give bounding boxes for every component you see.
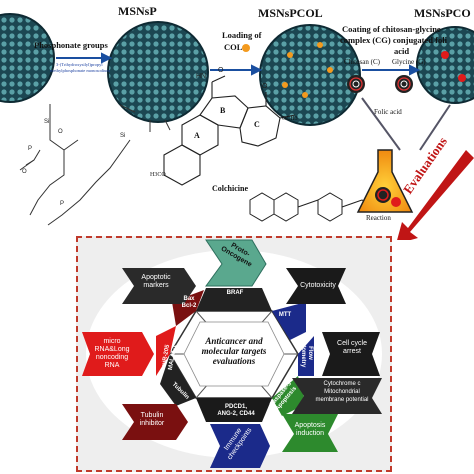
cytochrome-node xyxy=(292,378,382,414)
cell-cycle-label: Cell cycle arrest xyxy=(337,340,367,355)
center-title-3: evaluations xyxy=(212,356,256,366)
glycine-label: Glycine (G) xyxy=(392,58,426,66)
svg-text:Si: Si xyxy=(44,119,49,125)
svg-text:HN: HN xyxy=(196,73,206,80)
outer-nodes xyxy=(82,239,382,468)
phosphonate-label: Phosphonate groups xyxy=(34,40,108,50)
svg-text:O: O xyxy=(262,83,268,90)
msnspcol-label: MSNsPCOL xyxy=(258,6,323,20)
apoptosis-label: Apoptosis induction xyxy=(294,422,326,437)
evaluations-arrow-icon xyxy=(397,150,474,240)
phosphonate-structure xyxy=(19,104,131,226)
svg-text:O: O xyxy=(58,129,63,135)
chitosan-icon xyxy=(347,75,365,93)
center-title-1: Anticancer and xyxy=(205,336,263,346)
reaction-label: Reaction xyxy=(366,214,391,222)
colchicine-structure xyxy=(163,75,296,186)
center-title-2: molecular targets xyxy=(201,346,267,356)
colchicine-label: Colchicine xyxy=(212,184,248,193)
svg-text:P: P xyxy=(28,146,32,152)
cell-cycle-node xyxy=(322,332,380,376)
svg-text:O: O xyxy=(218,67,224,74)
svg-text:Si: Si xyxy=(120,133,125,139)
ring-b-label: B xyxy=(220,106,226,115)
msnsp-particle-icon xyxy=(107,21,209,132)
chitosan-label: Chitosan (C) xyxy=(344,58,380,66)
braf-label: BRAF xyxy=(226,290,244,296)
h3co-label: H3CO xyxy=(150,172,166,178)
synthesis-scheme: Si O P O P Si O HN O xyxy=(0,13,474,240)
flow-label: Flow cytometry xyxy=(300,338,313,368)
folic-acid-label: Folic acid xyxy=(374,108,402,116)
coating-label-1: Coating of chitosan-glycine xyxy=(342,24,441,34)
loading-label-2: COL xyxy=(224,42,243,52)
micro-rna-node xyxy=(82,332,154,376)
msn-particle-icon xyxy=(0,13,55,103)
phosphonate-sub1: 3-(Trihydroxysilyl)propyl xyxy=(56,62,103,67)
immune-node xyxy=(210,424,270,468)
col-drug-icon xyxy=(242,44,250,52)
process-arrows xyxy=(56,52,451,151)
proto-oncogene-node xyxy=(205,239,267,287)
tubulin-label: Tubulin inhibitor xyxy=(139,412,165,427)
phosphonate-sub2: methylphosphonate monosodium xyxy=(50,68,110,73)
cytotoxicity-label: Cytotoxicity xyxy=(300,282,336,289)
glycine-icon xyxy=(395,75,413,93)
apoptotic-markers-label: Apoptotic markers xyxy=(141,274,171,289)
ring-c-label: C xyxy=(254,120,260,129)
pdcd-label: PDCD1, ANG-2, CD44 xyxy=(217,404,255,417)
tubulin-node xyxy=(122,404,188,440)
coating-label-3: acid xyxy=(394,46,410,56)
ring-a-label: A xyxy=(194,131,200,140)
bax-label: Bax Bcl-2 xyxy=(181,296,197,309)
msnsp-label: MSNsP xyxy=(118,4,157,18)
svg-text:P: P xyxy=(60,201,64,207)
cytotoxicity-node xyxy=(286,268,346,304)
apoptosis-node xyxy=(282,414,338,452)
mtt-label: MTT xyxy=(278,312,292,318)
msnspcol-coated-particle-icon xyxy=(416,26,474,104)
apoptotic-markers-node xyxy=(122,268,196,304)
och3-label: OCH3 xyxy=(282,116,298,122)
msnspcol-particle-icon xyxy=(259,24,361,126)
msnspcol-coated-label: MSNsPCO xyxy=(414,6,471,20)
micro-rna-label: micro RNA&Long noncoding RNA xyxy=(94,338,130,369)
svg-text:O: O xyxy=(22,169,27,175)
cytochrome-label: Cytochrome c Mitochondrial membrane pote… xyxy=(315,381,369,403)
coating-label-2: complex (CG) conjugated foli xyxy=(340,35,447,45)
reaction-flask-icon xyxy=(356,149,414,213)
evaluation-diagram xyxy=(82,239,382,468)
loading-label-1: Loading of xyxy=(222,30,262,40)
